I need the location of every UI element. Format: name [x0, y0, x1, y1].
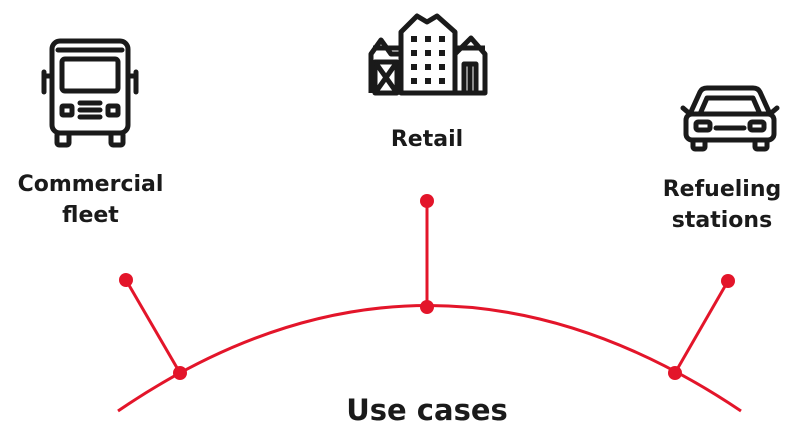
- truck-icon: [41, 38, 139, 148]
- car-icon: [680, 85, 780, 152]
- node-commercial-fleet-end: [119, 273, 133, 287]
- label-refueling-stations-line-1: Refueling: [662, 177, 782, 202]
- diagram-title: Use cases: [346, 393, 508, 427]
- connector-commercial-fleet: [124, 279, 182, 374]
- label-refueling-stations: Refueling stations: [656, 174, 788, 236]
- label-retail-line-1: Retail: [390, 127, 464, 152]
- buildings-icon: [368, 13, 488, 96]
- label-refueling-stations-line-2: stations: [671, 208, 773, 233]
- label-commercial-fleet-line-1: Commercial: [17, 172, 164, 197]
- label-commercial-fleet-line-2: fleet: [62, 203, 119, 228]
- node-retail-end: [420, 194, 434, 208]
- node-refueling-stations-end: [721, 274, 735, 288]
- node-retail-arc: [420, 300, 434, 314]
- connector-refueling-stations: [673, 280, 730, 374]
- node-commercial-fleet-arc: [173, 366, 187, 380]
- label-retail: Retail: [367, 124, 487, 155]
- node-refueling-stations-arc: [668, 366, 682, 380]
- label-commercial-fleet: Commercial fleet: [8, 169, 173, 231]
